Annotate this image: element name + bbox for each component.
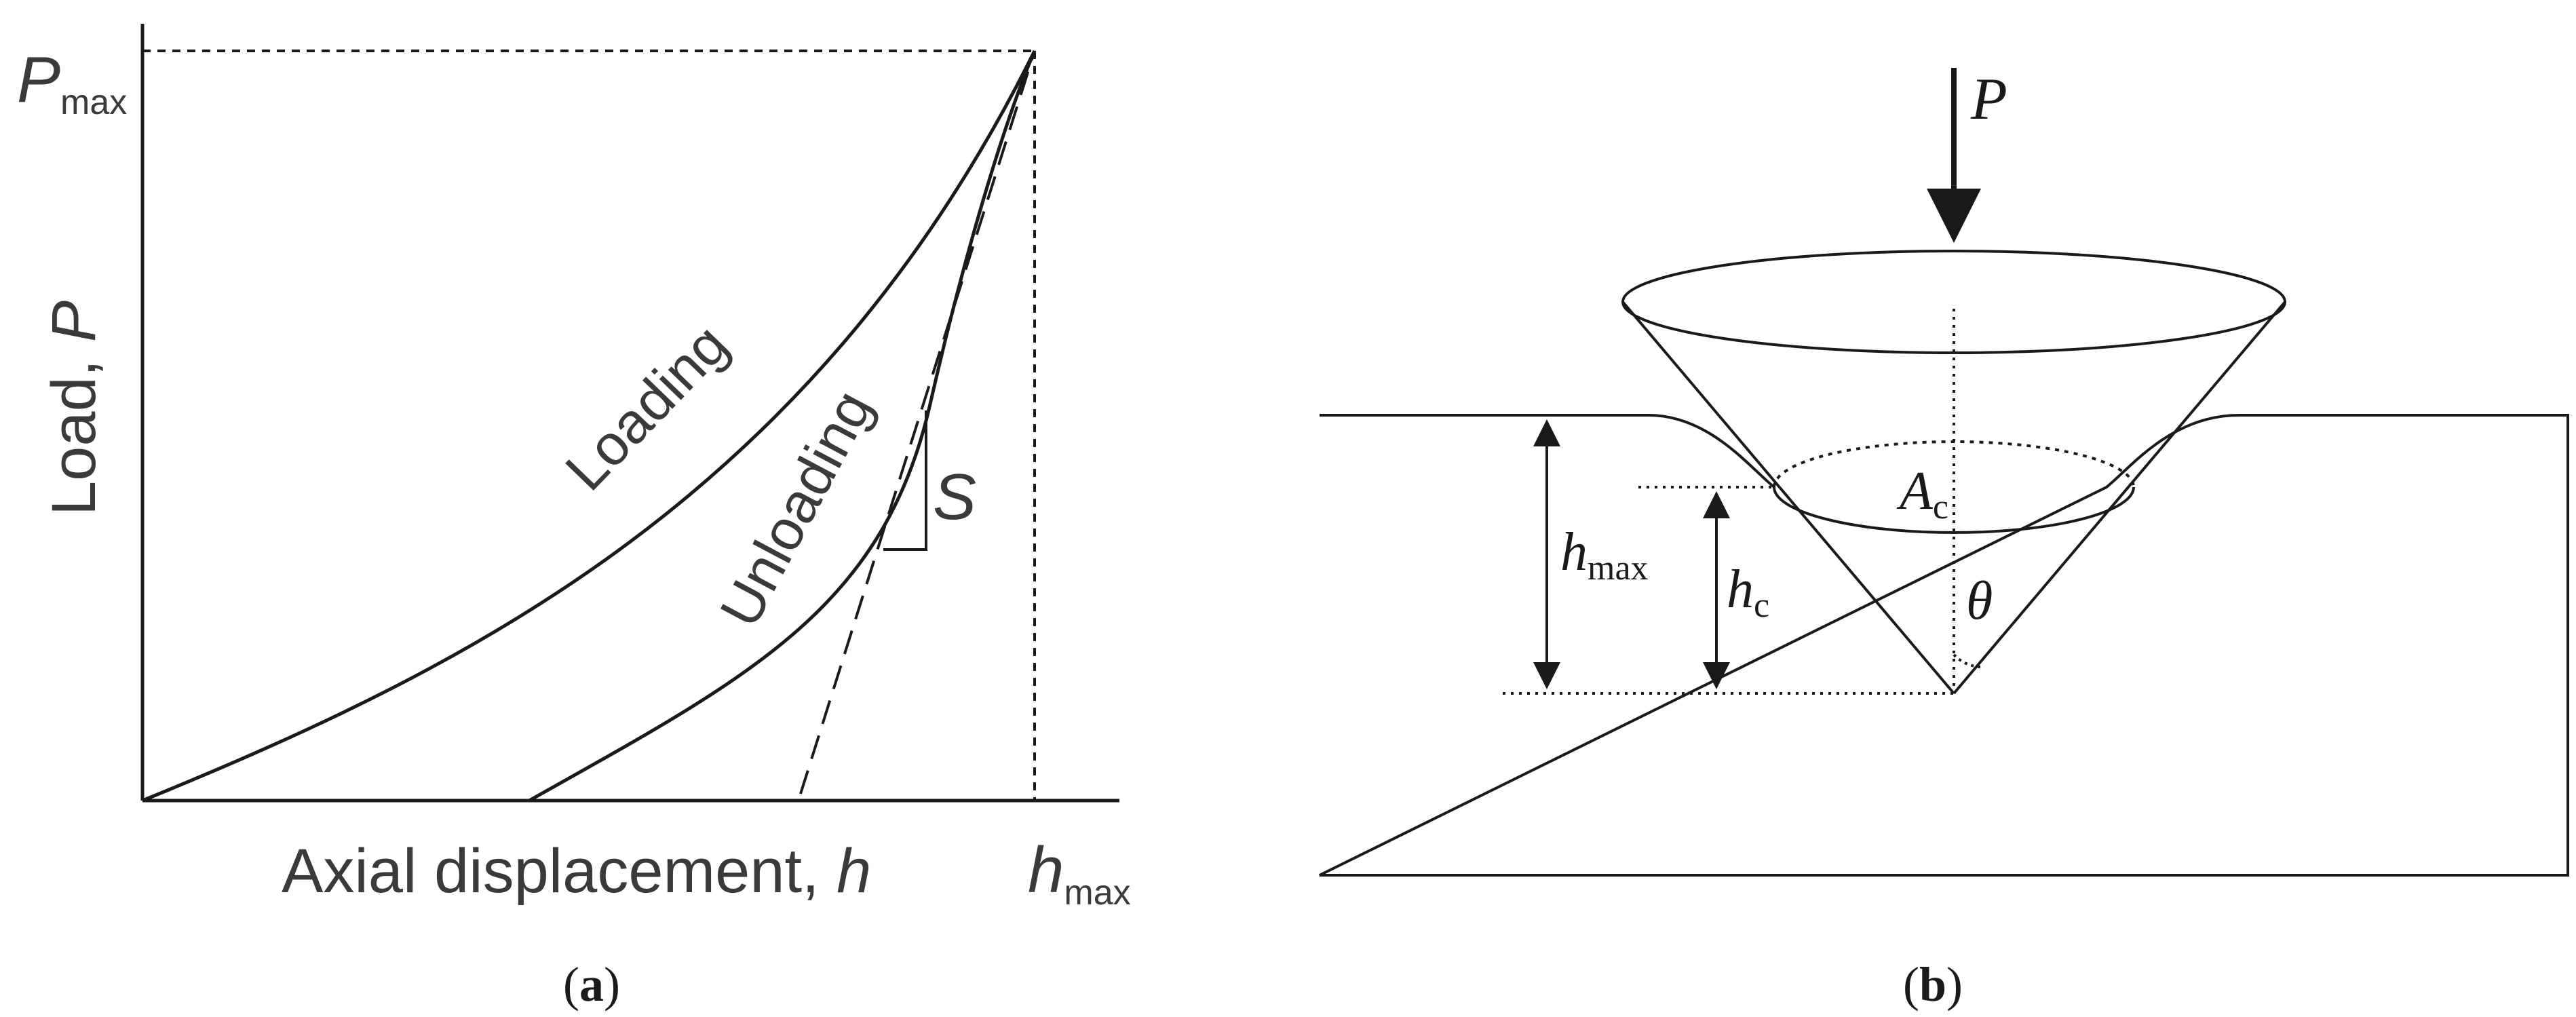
stiffness-slope-triangle <box>883 410 927 551</box>
unloading-curve-label: Unloading <box>708 380 885 636</box>
indenter-right-edge <box>1953 301 2286 695</box>
unloading-tangent-line <box>799 50 1036 794</box>
contact-area-label: Ac <box>1896 461 1948 526</box>
hc-dimension-label: hc <box>1727 560 1769 625</box>
panel-a-caption: (a) <box>563 957 620 1012</box>
panel-b-caption: (b) <box>1903 957 1963 1012</box>
hmax-label: hmax <box>1028 834 1131 913</box>
theta-angle-arc <box>1953 653 1983 669</box>
loading-curve <box>142 50 1037 803</box>
panel-b-indentation-schematic <box>1319 68 2569 877</box>
indenter-top-ellipse <box>1621 250 2286 354</box>
hmax-dimension-label: hmax <box>1560 522 1649 588</box>
contact-area-front-arc <box>1773 486 2135 534</box>
x-axis-label: Axial displacement, h <box>282 837 871 906</box>
load-symbol: P <box>1970 66 2007 132</box>
y-axis-label: Load, P <box>39 301 109 516</box>
indenter-left-edge <box>1621 301 1955 695</box>
theta-angle-label: θ <box>1966 571 1993 631</box>
pmax-label: Pmax <box>17 43 127 122</box>
panel-a-load-displacement-curve <box>140 24 1119 803</box>
specimen-outline <box>1319 414 2569 877</box>
stiffness-label: S <box>933 461 976 533</box>
unloading-curve <box>528 50 1037 803</box>
